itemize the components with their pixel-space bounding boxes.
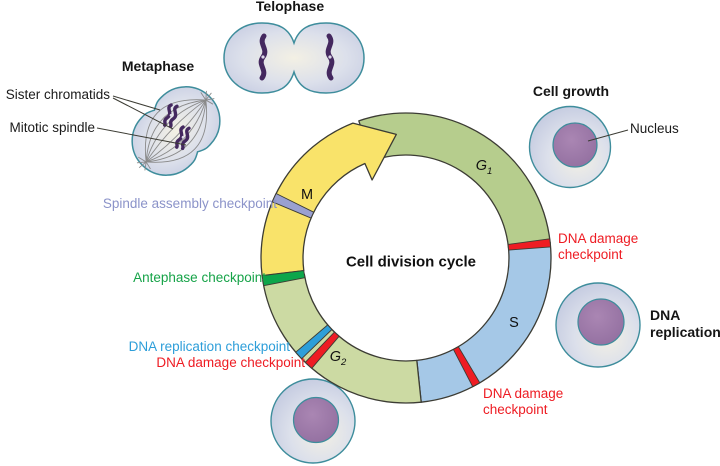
- dna-damage-checkpoint-label-g2: DNA damage checkpoint: [156, 355, 305, 370]
- sister-chromatids-leader-2: [112, 97, 174, 130]
- nucleus-label: Nucleus: [630, 121, 679, 136]
- nucleus-leader: [587, 129, 629, 142]
- cycle-ring: [260, 112, 552, 404]
- ring-label-g2: G2: [329, 349, 347, 368]
- metaphase-title: Metaphase: [121, 58, 195, 74]
- antephase-checkpoint-label: Antephase checkpoint: [133, 270, 266, 285]
- leader-lines: [96, 95, 629, 146]
- dna-damage-checkpoint-label-s: DNA damage checkpoint: [483, 386, 564, 417]
- dna-replication-checkpoint-label: DNA replication checkpoint: [128, 339, 290, 354]
- spindle-aster-rays: [136, 90, 215, 171]
- dna-replication-title: DNA replication: [650, 307, 720, 340]
- ring-label-m: M: [300, 187, 314, 203]
- checkpoint-band-spindle-assembly-m: [271, 193, 315, 219]
- ring-label-s: S: [509, 315, 519, 331]
- cell-growth-cell: [528, 105, 612, 189]
- mitotic-spindle-fibers: [144, 99, 208, 163]
- metaphase-cell: [131, 86, 221, 176]
- checkpoint-band-dna-damage-s: [452, 346, 481, 388]
- checkpoint-band-antephase-g2-m: [261, 270, 306, 287]
- dna-replication-nucleus: [577, 298, 625, 346]
- checkpoint-band-dna-replication-g2: [295, 324, 333, 360]
- telophase-title: Telophase: [255, 0, 325, 14]
- telophase-chromosome-right: [325, 33, 335, 81]
- checkpoint-band-dna-damage-g2: [304, 331, 340, 369]
- cell-growth-title: Cell growth: [532, 83, 610, 99]
- metaphase-chromosome-1: [163, 103, 179, 129]
- ring-segment-m-arrow: [260, 122, 397, 277]
- g2-cell-nucleus: [292, 396, 340, 444]
- telophase-chromosome-left: [258, 33, 268, 81]
- mitotic-spindle-label: Mitotic spindle: [9, 120, 95, 135]
- sister-chromatids-leader-1: [112, 95, 161, 111]
- g2-cell: [270, 378, 356, 464]
- mitotic-spindle-leader: [96, 127, 187, 146]
- telophase-cell-body: [223, 22, 365, 94]
- cell-growth-nucleus: [552, 122, 598, 168]
- dna-replication-cell: [555, 282, 641, 368]
- telophase-cell: [223, 22, 365, 94]
- ring-label-g1: G1: [475, 158, 493, 177]
- metaphase-chromosome-2: [175, 125, 191, 151]
- dna-damage-checkpoint-label-g1s: DNA damage checkpoint: [558, 231, 639, 262]
- checkpoint-band-dna-damage-g1-s: [507, 238, 552, 251]
- metaphase-cell-body: [131, 86, 221, 176]
- sister-chromatids-label: Sister chromatids: [5, 87, 110, 102]
- cycle-title: Cell division cycle: [345, 253, 477, 271]
- spindle-assembly-checkpoint-label: Spindle assembly checkpoint: [102, 196, 277, 211]
